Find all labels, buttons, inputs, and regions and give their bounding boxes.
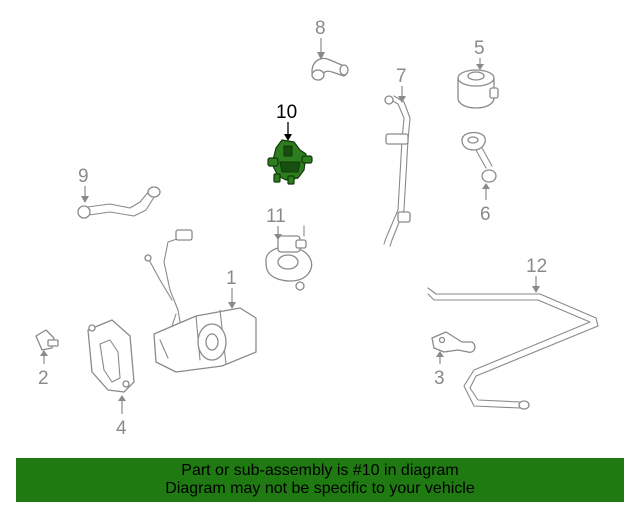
part-10-solenoid-valve[interactable] [267, 139, 313, 185]
arrow-6 [482, 183, 490, 189]
arrow-5 [476, 64, 484, 70]
arrow-1 [228, 302, 236, 309]
arrow-3 [436, 351, 444, 357]
part-1-air-pump[interactable] [144, 229, 257, 373]
info-banner: Part or sub-assembly is #10 in diagram D… [16, 458, 624, 502]
callout-3: 3 [434, 368, 445, 389]
part-11-valve[interactable] [265, 225, 313, 291]
part-7-tube[interactable] [383, 95, 411, 247]
parts-diagram: 8 5 7 6 10 [35, 18, 599, 439]
arrow-12 [532, 286, 540, 293]
part-5-valve[interactable] [457, 69, 499, 109]
callout-7: 7 [396, 66, 407, 87]
arrow-7 [398, 96, 406, 103]
part-12-rod[interactable] [427, 287, 599, 410]
callout-11: 11 [266, 206, 286, 227]
part-2-sensor[interactable] [35, 329, 59, 351]
part-3-bracket[interactable] [431, 331, 476, 353]
callout-8: 8 [315, 18, 326, 39]
part-4-bracket[interactable] [87, 319, 135, 393]
arrow-10 [284, 134, 292, 141]
arrow-9 [81, 196, 89, 203]
part-9-hose[interactable] [77, 186, 161, 219]
arrow-2 [40, 350, 48, 356]
banner-line-2: Diagram may not be specific to your vehi… [165, 480, 475, 497]
arrow-4 [118, 395, 126, 401]
callout-4: 4 [116, 418, 127, 439]
banner-line-1: Part or sub-assembly is #10 in diagram [181, 462, 459, 479]
callout-2: 2 [38, 368, 49, 389]
callout-9: 9 [78, 166, 89, 187]
callout-6: 6 [480, 204, 491, 225]
part-6-gasket-pipe[interactable] [461, 131, 497, 183]
arrow-11 [274, 234, 282, 240]
part-8-hose[interactable] [311, 57, 349, 81]
callout-12: 12 [526, 256, 547, 277]
callout-10: 10 [276, 102, 297, 123]
callout-5: 5 [474, 38, 485, 59]
arrow-8 [317, 52, 325, 60]
callout-1: 1 [226, 268, 237, 289]
